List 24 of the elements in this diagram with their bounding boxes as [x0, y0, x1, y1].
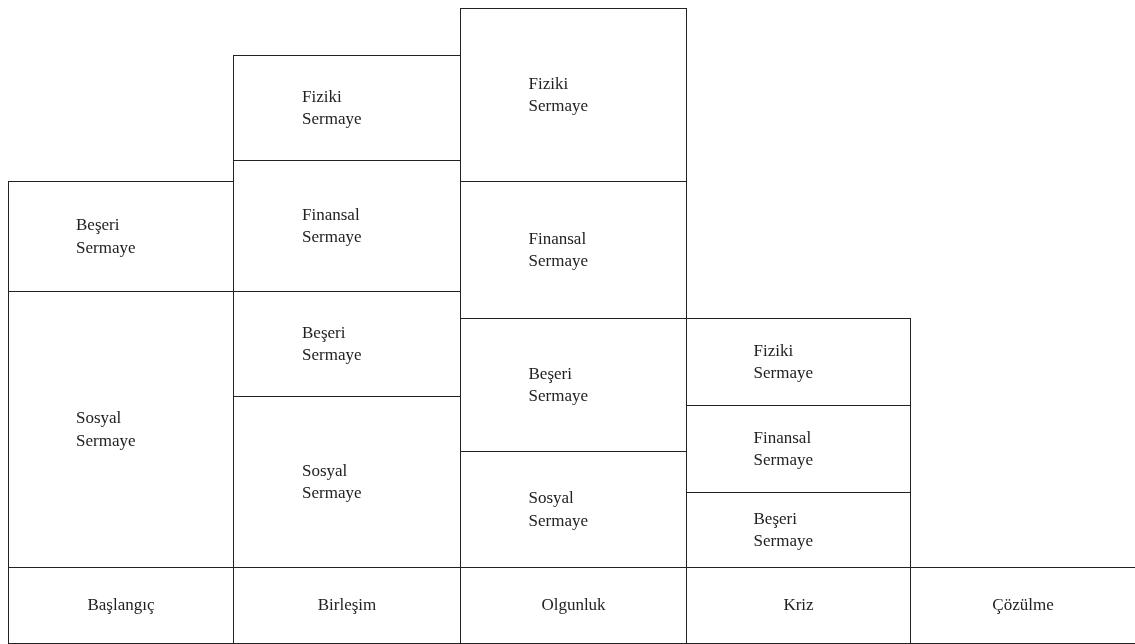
capital-box [233, 55, 461, 161]
capital-label: Beşeri Sermaye [528, 362, 589, 407]
stage-box [910, 567, 1135, 644]
capital-box [686, 318, 911, 406]
stage-label: Kriz [783, 594, 814, 617]
capital-label: Sosyal Sermaye [76, 407, 137, 452]
capital-label: Sosyal Sermaye [302, 459, 363, 504]
capital-label: Fiziki Sermaye [528, 72, 589, 117]
capital-box [460, 8, 687, 182]
capital-label: Fiziki Sermaye [302, 85, 363, 130]
stage-box [8, 567, 234, 644]
capital-label: Fiziki Sermaye [753, 339, 814, 384]
capital-label: Beşeri Sermaye [76, 214, 137, 259]
capital-label: Beşeri Sermaye [302, 321, 363, 366]
capital-label: Finansal Sermaye [302, 203, 363, 248]
stage-label: Birleşim [317, 594, 377, 617]
stage-label: Olgunluk [541, 594, 606, 617]
capital-label: Finansal Sermaye [753, 426, 814, 471]
capital-label: Finansal Sermaye [528, 227, 589, 272]
capital-label: Beşeri Sermaye [753, 507, 814, 552]
capital-label: Sosyal Sermaye [528, 487, 589, 532]
stage-label: Çözülme [992, 594, 1054, 617]
capital-box [8, 181, 234, 292]
stage-label: Başlangıç [87, 594, 155, 617]
